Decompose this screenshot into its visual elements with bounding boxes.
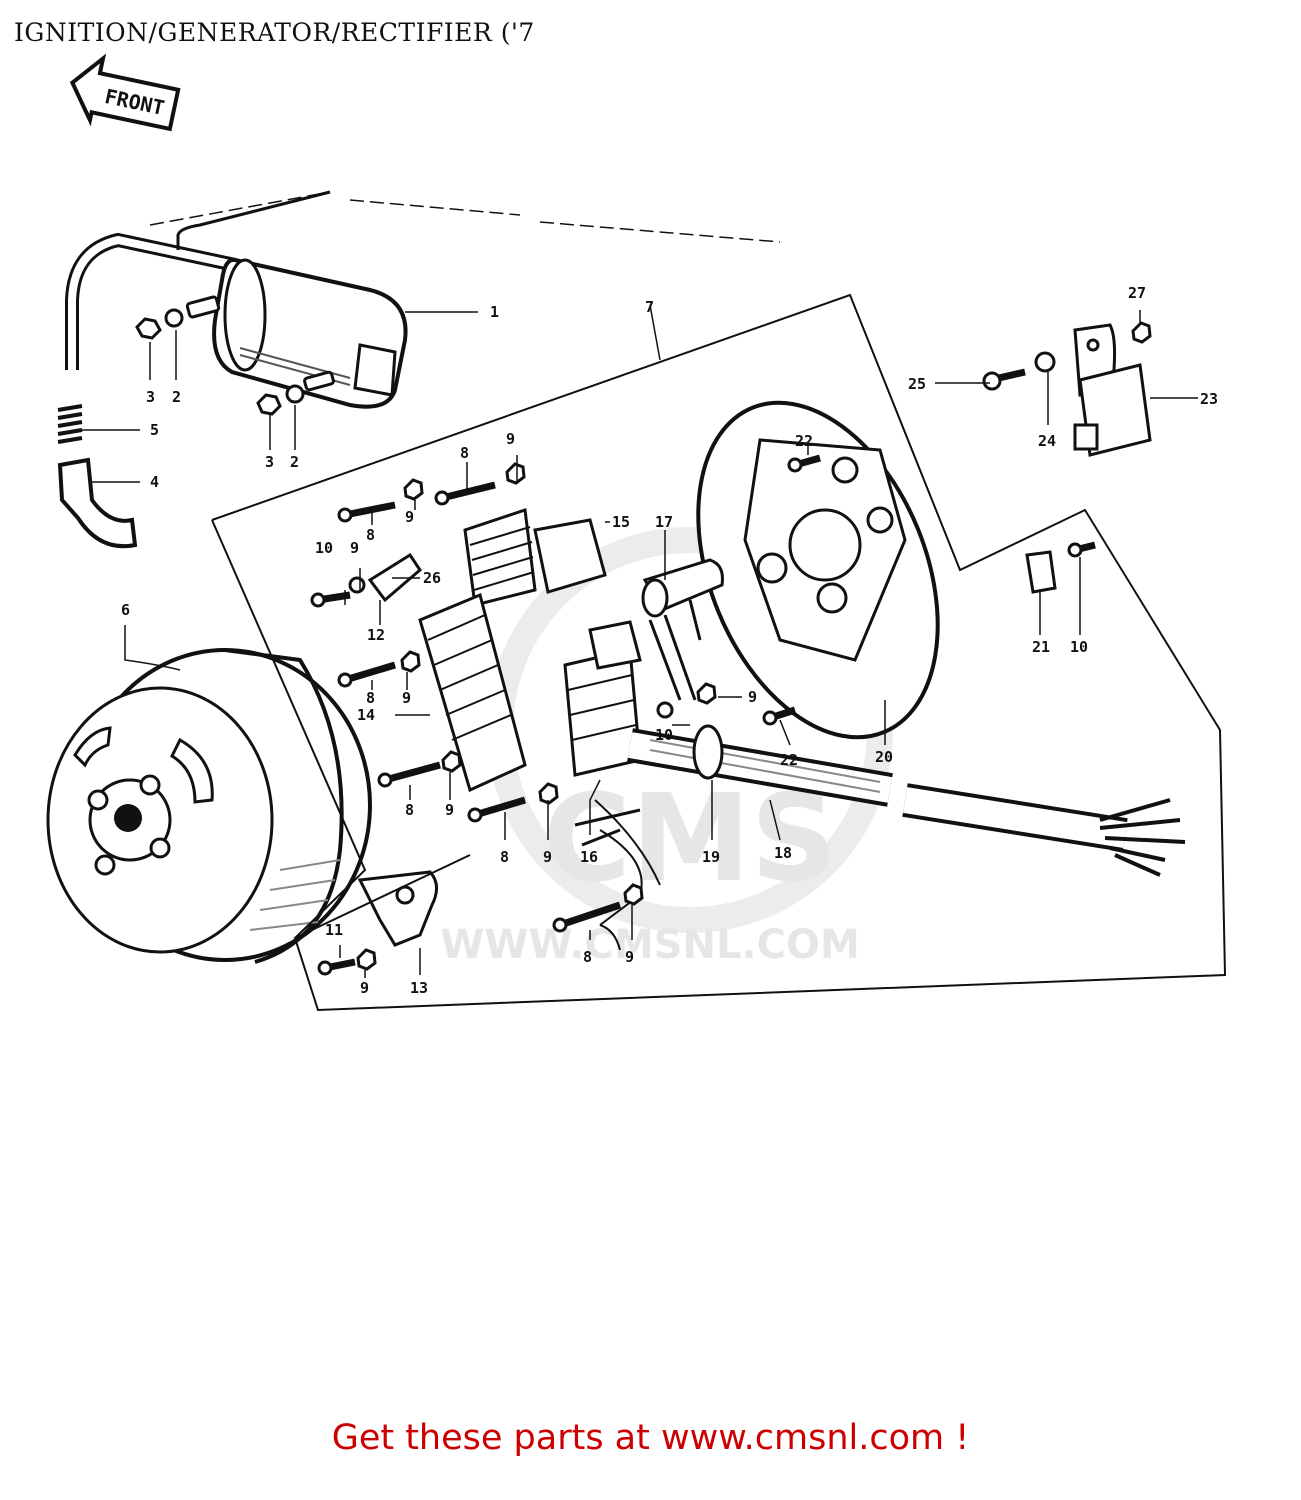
callout-19: 19 [702, 848, 720, 866]
callout-9d: 9 [402, 689, 411, 707]
callout-3: 3 [146, 388, 155, 406]
callout-9g: 9 [748, 688, 757, 706]
callout-12: 12 [367, 626, 385, 644]
callout-9h: 9 [360, 979, 369, 997]
callout-8e: 8 [500, 848, 509, 866]
wiring-harness [574, 724, 1186, 951]
callout-22a: 22 [795, 432, 813, 450]
callout-9b: 9 [506, 430, 515, 448]
callout-2: 2 [172, 388, 181, 406]
watermark-logo: CMS [543, 770, 837, 909]
callout-20: 20 [875, 748, 893, 766]
leader-lines [80, 310, 1198, 978]
callout-3b: 3 [265, 453, 274, 471]
callout-9i: 9 [625, 948, 634, 966]
callout-8f: 8 [583, 948, 592, 966]
ignition-coil [212, 257, 408, 409]
stator-assembly-frame [211, 293, 1227, 1012]
callout-2b: 2 [290, 453, 299, 471]
spring-and-plug-cap [57, 404, 138, 549]
callout-6: 6 [121, 601, 130, 619]
callout-21: 21 [1032, 638, 1050, 656]
page-title: IGNITION/GENERATOR/RECTIFIER ('7 [14, 18, 535, 47]
callout-15: 15 [612, 513, 630, 531]
callout-7: 7 [645, 298, 654, 316]
watermark-url: WWW.CMSNL.COM [440, 922, 860, 968]
ht-lead [65, 190, 331, 370]
callout-25: 25 [908, 375, 926, 393]
callout-labels: 1 2 3 2 3 4 5 6 7 8 9 8 9 10 9 26 12 8 9… [121, 284, 1218, 997]
callout-8b: 8 [460, 444, 469, 462]
callout-9f: 9 [543, 848, 552, 866]
callout-17: 17 [655, 513, 673, 531]
callout-10b: 10 [655, 726, 673, 744]
callout-11: 11 [325, 921, 343, 939]
callout-9a: 9 [405, 508, 414, 526]
callout-13: 13 [410, 979, 428, 997]
callout-26: 26 [423, 569, 441, 587]
front-direction-arrow: FRONT [69, 53, 181, 132]
coil-nuts-washers [135, 295, 335, 416]
stator-coils [418, 507, 642, 793]
callout-9e: 9 [445, 801, 454, 819]
callout-16: 16 [580, 848, 598, 866]
callout-8d: 8 [405, 801, 414, 819]
callout-10c: 10 [1070, 638, 1088, 656]
callout-8a: 8 [366, 526, 375, 544]
callout-8c: 8 [366, 689, 375, 707]
stator-plate [696, 400, 940, 740]
callout-1: 1 [490, 303, 499, 321]
callout-9c: 9 [350, 539, 359, 557]
callout-14: 14 [357, 706, 375, 724]
rectifier [1073, 323, 1152, 457]
callout-4: 4 [150, 473, 159, 491]
callout-10a: 10 [315, 539, 333, 557]
callout-22b: 22 [780, 751, 798, 769]
callout-23: 23 [1200, 390, 1218, 408]
callout-27: 27 [1128, 284, 1146, 302]
contact-breaker [294, 854, 471, 947]
callout-18: 18 [774, 844, 792, 862]
flywheel-rotor [46, 648, 372, 964]
callout-5: 5 [150, 421, 159, 439]
condenser [641, 558, 724, 701]
callout-24: 24 [1038, 432, 1056, 450]
footer-link-text[interactable]: Get these parts at www.cmsnl.com ! [331, 1418, 970, 1458]
